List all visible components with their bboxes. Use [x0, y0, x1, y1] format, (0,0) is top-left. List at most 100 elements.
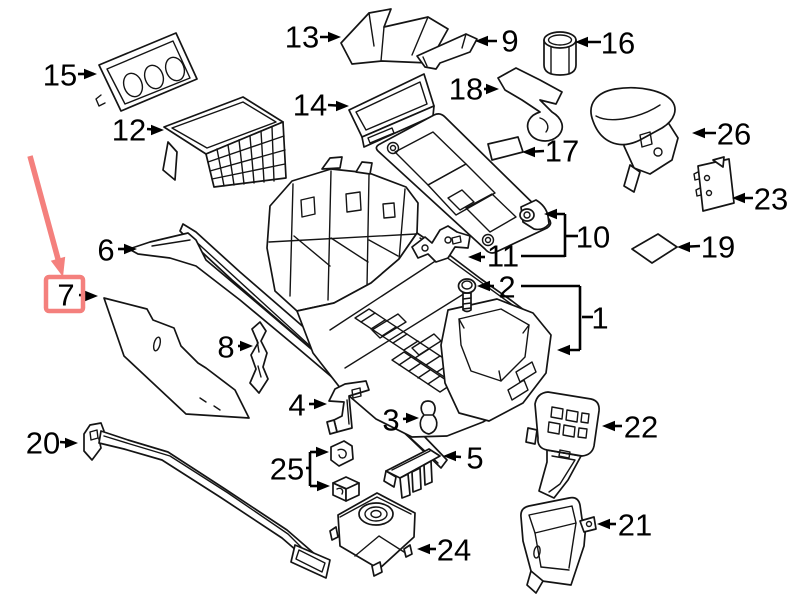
arrowhead-6: [124, 243, 137, 255]
part-16-shape: [543, 31, 577, 76]
part-19-shape: [631, 233, 678, 264]
callout-21: 21: [597, 508, 652, 543]
callout-23: 23: [732, 182, 788, 217]
arrowhead-8: [240, 340, 253, 352]
part-8-shape: [249, 321, 269, 394]
callout-12: 12: [112, 113, 164, 148]
part-25-shapes: [330, 440, 360, 502]
part-18-shape: [497, 67, 564, 142]
part-number-21: 21: [618, 508, 652, 543]
highlight-arrow-shaft: [27, 155, 61, 260]
arrowhead-25: [317, 480, 330, 492]
callout-3: 3: [382, 403, 419, 438]
arrowhead-10: [544, 208, 557, 220]
part-7-shape: [103, 297, 250, 419]
part-number-10: 10: [576, 220, 610, 255]
part-22-shape: [525, 391, 600, 499]
arrowhead-20: [65, 437, 78, 449]
part-21-shape: [520, 496, 597, 594]
part-number-17: 17: [545, 134, 579, 169]
part-15-shape: [95, 32, 198, 112]
callout-17: 17: [522, 134, 579, 169]
arrowhead-16: [575, 36, 588, 48]
arrowhead-1: [557, 344, 570, 356]
arrowhead-26: [692, 127, 705, 139]
part-number-8: 8: [217, 330, 234, 365]
arrowhead-7: [85, 290, 98, 302]
part-number-12: 12: [112, 113, 146, 148]
part-13-shape: [340, 8, 449, 65]
part-number-20: 20: [26, 426, 60, 461]
callout-13: 13: [285, 20, 341, 55]
part-number-22: 22: [624, 410, 658, 445]
arrowhead-15: [84, 68, 97, 80]
part-number-7: 7: [57, 278, 74, 313]
arrowhead-2: [477, 280, 490, 292]
part-12-shape: [162, 96, 287, 188]
arrowhead-9: [475, 35, 488, 47]
arrowhead-12: [151, 124, 164, 136]
part-number-25: 25: [270, 452, 304, 487]
part-3-shape: [419, 400, 438, 435]
part-2-shape: [457, 278, 477, 313]
part-number-18: 18: [449, 72, 483, 107]
part-11-shape: [411, 225, 471, 263]
arrowhead-23: [732, 192, 745, 204]
arrowhead-13: [328, 31, 341, 43]
callout-20: 20: [26, 426, 78, 461]
part-number-24: 24: [437, 533, 471, 568]
part-number-16: 16: [601, 26, 635, 61]
arrowhead-4: [314, 398, 327, 410]
part-24-shape: [329, 492, 416, 577]
part-number-1: 1: [591, 301, 608, 336]
arrowhead-5: [443, 450, 456, 462]
callout-4: 4: [288, 388, 327, 423]
callout-24: 24: [417, 533, 471, 568]
callout-22: 22: [602, 410, 658, 445]
callout-1: 1: [557, 286, 609, 356]
arrowhead-25: [316, 446, 329, 458]
console-frame-shape: [266, 156, 419, 312]
part-number-14: 14: [293, 88, 327, 123]
part-9-shape: [416, 33, 478, 70]
callout-16: 16: [575, 26, 635, 61]
part-number-6: 6: [97, 233, 114, 268]
callout-15: 15: [43, 58, 97, 93]
part-20-shape: [83, 422, 331, 579]
callout-10: 10: [544, 208, 610, 257]
part-number-13: 13: [285, 20, 319, 55]
arrowhead-14: [336, 100, 349, 112]
part-17-shape: [487, 136, 524, 161]
part-number-15: 15: [43, 58, 77, 93]
arrowhead-22: [602, 420, 615, 432]
callout-25: 25: [270, 446, 330, 492]
arrowhead-11: [468, 251, 481, 263]
callout-7: 7: [57, 278, 98, 313]
arrowhead-17: [522, 146, 535, 158]
part-number-11: 11: [487, 239, 519, 274]
highlight-box: [43, 274, 86, 314]
arrowhead-24: [417, 543, 430, 555]
arrowhead-19: [677, 241, 690, 253]
callout-11: 11: [468, 239, 565, 274]
part-26-shape: [590, 86, 679, 193]
arrowhead-18: [486, 83, 499, 95]
callout-2: 2: [477, 270, 580, 305]
arrowhead-3: [406, 412, 419, 424]
callout-26: 26: [692, 117, 751, 152]
part-number-26: 26: [717, 117, 751, 152]
part-number-4: 4: [288, 388, 305, 423]
part-4-shape: [326, 380, 370, 435]
callout-6: 6: [97, 233, 137, 268]
console-bin-shape: [440, 298, 552, 422]
callout-14: 14: [293, 88, 349, 123]
part-10-shape: [375, 113, 552, 254]
part-number-5: 5: [466, 441, 483, 476]
part-number-2: 2: [498, 270, 515, 305]
part-number-23: 23: [754, 182, 788, 217]
part-number-9: 9: [501, 24, 518, 59]
arrowhead-21: [597, 518, 610, 530]
part-number-19: 19: [701, 230, 735, 265]
